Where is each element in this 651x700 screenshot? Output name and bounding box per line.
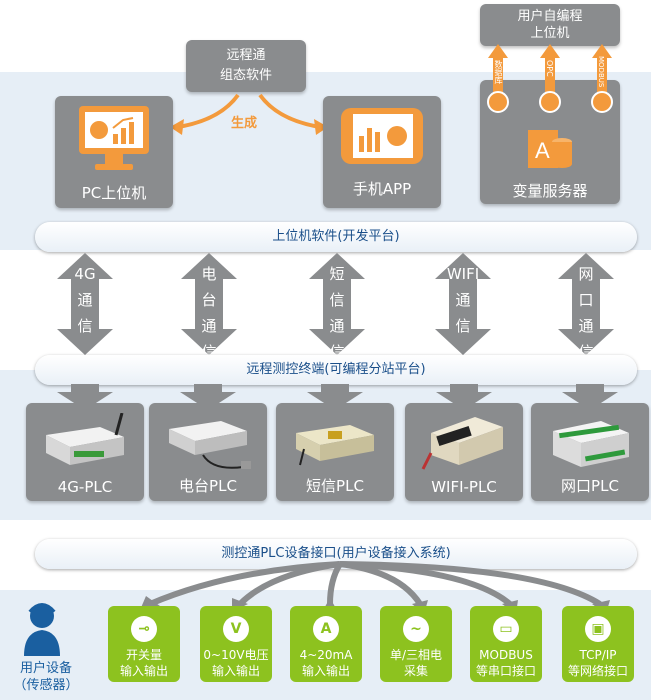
- plc-sms-box: 短信PLC: [276, 403, 394, 501]
- plc-4g-label: 4G-PLC: [57, 478, 113, 496]
- plc-radio-device-icon: [169, 421, 251, 469]
- comm-channel-label: WIFI 通 信: [446, 265, 480, 335]
- io-interface-box: A 4~20mA 输入输出: [290, 606, 362, 682]
- plc-ethernet-device-icon: [553, 421, 629, 467]
- comm-channel-arrow-1: 电 台 通 信: [179, 253, 239, 361]
- database-icon: A: [528, 130, 572, 168]
- serial-port-icon: ▭: [493, 616, 519, 642]
- io-interface-label: 单/三相电 采集: [389, 648, 443, 678]
- mobile-app-label: 手机APP: [352, 180, 412, 198]
- plc-wifi-device-icon: [421, 417, 503, 470]
- io-interface-box: V 0~10V电压 输入输出: [200, 606, 272, 682]
- phone-icon: [341, 108, 423, 164]
- plc-sms-label: 短信PLC: [306, 477, 364, 495]
- pc-host-label: PC上位机: [81, 184, 147, 202]
- variable-server-label: 变量服务器: [512, 182, 588, 200]
- plc-radio-label: 电台PLC: [179, 477, 237, 495]
- protocol-arrows: [487, 44, 613, 113]
- plc-wifi-box: WIFI-PLC: [405, 403, 523, 501]
- plc-down-arrow: [55, 384, 115, 414]
- user-avatar-icon: [24, 603, 60, 656]
- comm-channel-label: 短 信 通 信: [329, 265, 345, 361]
- io-interface-box: ▣ TCP/IP 等网络接口: [562, 606, 634, 682]
- remote-config-software-box: 远程通 组态软件: [186, 40, 306, 92]
- user-device-label: 用户设备 （传感器）: [13, 661, 79, 693]
- comm-channel-label: 网 口 通 信: [578, 265, 594, 361]
- voltage-icon: V: [223, 616, 249, 642]
- comm-channel-arrow-2: 短 信 通 信: [307, 253, 367, 361]
- io-interface-label: MODBUS 等串口接口: [475, 648, 536, 678]
- generate-arrows: [170, 93, 328, 135]
- switch-icon: ⊸: [131, 616, 157, 642]
- terminal-bar: 远程测控终端(可编程分站平台): [35, 355, 637, 385]
- comm-channel-label: 电 台 通 信: [201, 265, 217, 361]
- upper-software-bar: 上位机软件(开发平台): [35, 222, 637, 252]
- interface-bar: 测控通PLC设备接口(用户设备接入系统): [35, 539, 637, 569]
- double-arrow-icon: [558, 253, 614, 355]
- protocol-label-opc: OPC: [545, 60, 554, 77]
- remote-config-software-label: 远程通 组态软件: [219, 48, 272, 83]
- ac-icon: ~: [403, 616, 429, 642]
- current-icon: A: [313, 616, 339, 642]
- io-interface-label: TCP/IP 等网络接口: [567, 648, 628, 678]
- plc-down-arrow: [560, 384, 620, 414]
- io-interface-label: 0~10V电压 输入输出: [203, 648, 269, 678]
- io-interface-box: ~ 单/三相电 采集: [380, 606, 452, 682]
- pc-monitor-icon: [79, 106, 149, 170]
- plc-ethernet-label: 网口PLC: [561, 477, 619, 495]
- plc-ethernet-box: 网口PLC: [531, 403, 649, 501]
- double-arrow-icon: [181, 253, 237, 355]
- double-arrow-icon: [57, 253, 113, 355]
- protocol-label-modbus: MODBUS: [597, 56, 605, 88]
- comm-channel-arrow-4: 网 口 通 信: [556, 253, 616, 361]
- io-interface-label: 4~20mA 输入输出: [299, 648, 353, 678]
- comm-channel-label: 4G 通 信: [74, 265, 96, 335]
- plc-radio-box: 电台PLC: [149, 403, 267, 501]
- generate-label: 生成: [231, 116, 258, 131]
- plc-down-arrow: [305, 384, 365, 414]
- protocol-label-database: 数据库: [494, 60, 503, 84]
- comm-channel-arrow-3: WIFI 通 信: [433, 253, 493, 355]
- svg-text:A: A: [535, 138, 550, 163]
- plc-down-arrow: [178, 384, 238, 414]
- user-program-host-label: 用户自编程 上位机: [517, 9, 583, 41]
- io-interface-box: ▭ MODBUS 等串口接口: [470, 606, 542, 682]
- plc-4g-device-icon: [46, 413, 124, 465]
- mobile-app-box: 手机APP: [323, 96, 441, 208]
- plc-wifi-label: WIFI-PLC: [431, 478, 497, 496]
- plc-4g-box: 4G-PLC: [26, 403, 144, 501]
- plc-sms-device-icon: [296, 425, 374, 466]
- pc-host-box: PC上位机: [55, 96, 173, 208]
- double-arrow-icon: [435, 253, 491, 355]
- ethernet-port-icon: ▣: [585, 616, 611, 642]
- comm-channel-arrow-0: 4G 通 信: [55, 253, 115, 355]
- io-interface-box: ⊸ 开关量 输入输出: [108, 606, 180, 682]
- double-arrow-icon: [309, 253, 365, 355]
- plc-down-arrow: [434, 384, 494, 414]
- io-interface-label: 开关量 输入输出: [119, 648, 168, 678]
- user-program-host-box: 用户自编程 上位机: [480, 4, 620, 46]
